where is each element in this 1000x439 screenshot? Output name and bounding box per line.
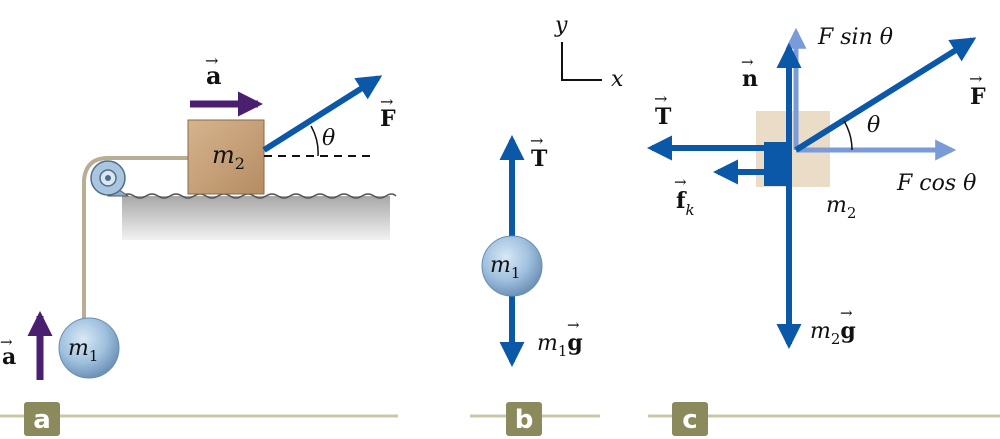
angle-label-a: θ bbox=[322, 126, 335, 151]
block-m2-c-label: m2 bbox=[826, 193, 856, 222]
f-sin-label: F sin θ bbox=[817, 25, 893, 50]
friction-label-vector: → bbox=[674, 173, 687, 191]
panel-c-badge-label: c bbox=[682, 405, 697, 435]
tension-label-c-vector: → bbox=[654, 89, 667, 108]
normal-label-vector: → bbox=[741, 53, 754, 71]
ball-m1 bbox=[58, 317, 120, 379]
weight-label-b-vector: → bbox=[567, 316, 580, 334]
rope bbox=[82, 156, 188, 322]
panel-a-badge bbox=[24, 402, 60, 436]
panel-b-badge-label: b bbox=[515, 405, 534, 435]
normal-label: n bbox=[742, 66, 758, 92]
weight-label-b: m1g bbox=[537, 330, 583, 360]
accel-label-top: a bbox=[206, 61, 222, 90]
pulley-icon bbox=[90, 160, 126, 196]
force-F-label: F bbox=[380, 106, 396, 132]
accel-label-top-vector: → bbox=[205, 51, 218, 70]
panel-a: m2 a → θ F → m1 a → a bbox=[0, 51, 398, 436]
force-F-arrow bbox=[262, 75, 383, 153]
force-F-label-vector: → bbox=[380, 92, 393, 111]
accel-label-left-vector: → bbox=[0, 333, 13, 351]
contact-strip bbox=[764, 142, 790, 186]
axis-y-label: y bbox=[554, 13, 568, 38]
ball-m1-label: m1 bbox=[68, 336, 98, 365]
force-F-label-c-vector: → bbox=[969, 69, 982, 88]
tension-label-c: T bbox=[655, 104, 672, 130]
angle-arc-c bbox=[843, 120, 853, 151]
weight-label-c-vector: → bbox=[840, 304, 853, 322]
ball-m1-b-label: m1 bbox=[490, 253, 520, 282]
angle-label-c: θ bbox=[867, 113, 880, 138]
panel-c: y x θ n → T → fk → F sin θ F cos θ F → bbox=[554, 13, 1000, 436]
panel-b: m1 T → m1g → b bbox=[470, 131, 600, 436]
block-m2-label: m2 bbox=[212, 141, 245, 173]
angle-arc bbox=[310, 125, 319, 157]
weight-label-c: m2g bbox=[810, 318, 856, 348]
tension-label-b-vector: → bbox=[530, 131, 543, 150]
tension-label-b: T bbox=[531, 146, 548, 172]
axis-x-label: x bbox=[611, 67, 624, 92]
ball-m1-b bbox=[481, 235, 543, 297]
table-top-edge bbox=[121, 193, 397, 199]
force-F-label-c: F bbox=[970, 84, 986, 110]
table-surface bbox=[122, 196, 390, 240]
panel-a-badge-label: a bbox=[33, 405, 51, 435]
force-F-arrow-c bbox=[794, 37, 977, 153]
f-cos-label: F cos θ bbox=[896, 171, 976, 196]
panel-b-badge bbox=[506, 402, 542, 436]
panel-c-badge bbox=[672, 402, 708, 436]
axes-indicator bbox=[561, 42, 602, 81]
accel-label-left: a bbox=[2, 344, 16, 370]
friction-label: fk bbox=[676, 188, 695, 219]
